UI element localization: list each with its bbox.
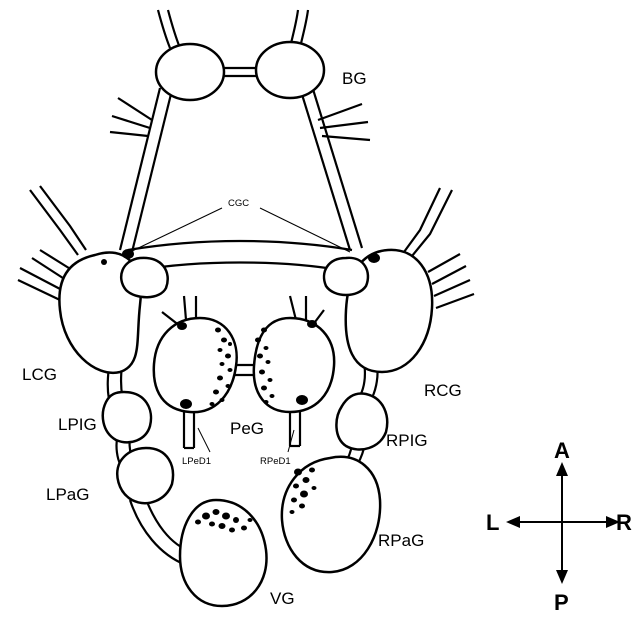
label-lcg: LCG — [22, 365, 57, 384]
arrow-up-icon — [556, 462, 568, 476]
label-rpig: RPIG — [386, 431, 428, 450]
label-rcg: RCG — [424, 381, 462, 400]
lcg-dot — [101, 259, 107, 265]
left-parietal-ganglion — [117, 448, 173, 503]
right-buccal-ganglion — [256, 42, 324, 98]
arrow-left-icon — [506, 516, 520, 528]
left-pleural-ganglion — [103, 392, 151, 442]
label-lped1: LPeD1 — [182, 456, 211, 467]
label-vg: VG — [270, 589, 295, 608]
label-rped1: RPeD1 — [260, 456, 291, 467]
arrow-down-icon — [556, 570, 568, 584]
right-cgc-lobe — [324, 258, 368, 295]
compass-right: R — [616, 510, 632, 535]
left-buccal-ganglion — [156, 44, 224, 100]
label-peg: PeG — [230, 419, 264, 438]
label-bg: BG — [342, 69, 367, 88]
compass-posterior: P — [554, 590, 569, 613]
compass-left: L — [486, 510, 499, 535]
label-cgc: CGC — [228, 198, 249, 209]
left-cgc-lobe — [121, 258, 168, 297]
left-pedal-ganglion — [154, 318, 237, 412]
label-lpag: LPaG — [46, 485, 89, 504]
right-pleural-ganglion — [336, 394, 387, 450]
label-rpag: RPaG — [378, 531, 424, 550]
orientation-compass: A P L R — [486, 438, 632, 613]
compass-anterior: A — [554, 438, 570, 463]
right-pedal-ganglion — [254, 318, 334, 412]
right-cgc-dot — [368, 253, 380, 263]
label-lpig: LPIG — [58, 415, 97, 434]
